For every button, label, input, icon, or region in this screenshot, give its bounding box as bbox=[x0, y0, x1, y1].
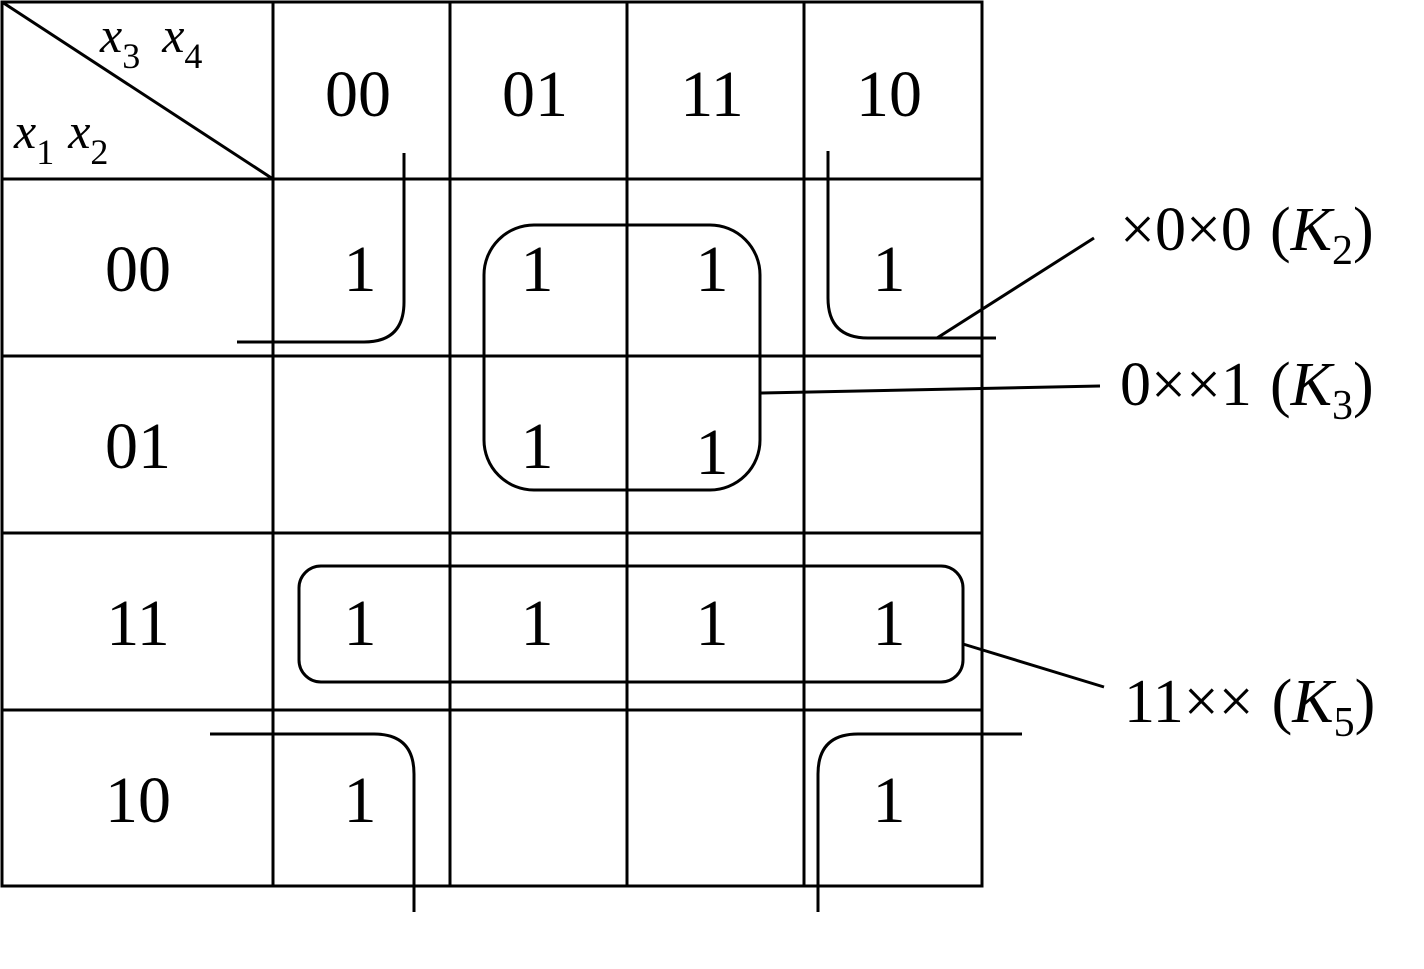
cell-value: 1 bbox=[873, 587, 906, 660]
k2-loop-top-left bbox=[237, 153, 406, 344]
cell-value: 1 bbox=[696, 587, 729, 660]
leader-lines bbox=[759, 236, 1105, 689]
row-headers: 00 01 11 10 bbox=[105, 233, 171, 837]
cell-value: 1 bbox=[521, 233, 554, 306]
row-header: 10 bbox=[105, 764, 171, 837]
grid-border bbox=[0, 0, 984, 888]
k2-label: ×0×0(K2) bbox=[1120, 196, 1374, 274]
row-header: 01 bbox=[105, 410, 171, 483]
group-loops bbox=[210, 151, 1022, 912]
k5-label: 11××(K5) bbox=[1124, 668, 1375, 746]
k5-leader bbox=[962, 642, 1105, 689]
corner-diagonal bbox=[1, 0, 274, 181]
cell-values: 1 1 1 1 1 1 1 1 1 1 1 1 bbox=[344, 233, 906, 837]
k3-label: 0××1(K3) bbox=[1120, 351, 1374, 429]
cell-value: 1 bbox=[344, 764, 377, 837]
cell-value: 1 bbox=[873, 233, 906, 306]
cell-value: 1 bbox=[696, 416, 729, 489]
row-header: 00 bbox=[105, 233, 171, 306]
row-header: 11 bbox=[106, 587, 170, 660]
col-header: 10 bbox=[856, 58, 922, 131]
cell-value: 1 bbox=[873, 764, 906, 837]
cell-value: 1 bbox=[521, 410, 554, 483]
cell-value: 1 bbox=[696, 233, 729, 306]
k3-leader bbox=[759, 384, 1101, 395]
k2-loop-bottom-left bbox=[210, 732, 416, 912]
column-headers: 00 01 11 10 bbox=[325, 58, 922, 131]
kmap-grid bbox=[0, 0, 984, 888]
cell-value: 1 bbox=[344, 587, 377, 660]
col-header: 11 bbox=[680, 58, 744, 131]
group-labels: ×0×0(K2) 0××1(K3) 11××(K5) bbox=[1120, 196, 1375, 746]
cell-value: 1 bbox=[521, 587, 554, 660]
k2-leader bbox=[936, 236, 1095, 340]
k3-loop bbox=[482, 223, 762, 492]
k2-loop-bottom-right bbox=[816, 732, 1022, 912]
cell-value: 1 bbox=[344, 233, 377, 306]
k5-loop bbox=[297, 564, 965, 684]
col-header: 00 bbox=[325, 58, 391, 131]
k2-loop-top-right bbox=[826, 151, 996, 340]
col-header: 01 bbox=[502, 58, 568, 131]
